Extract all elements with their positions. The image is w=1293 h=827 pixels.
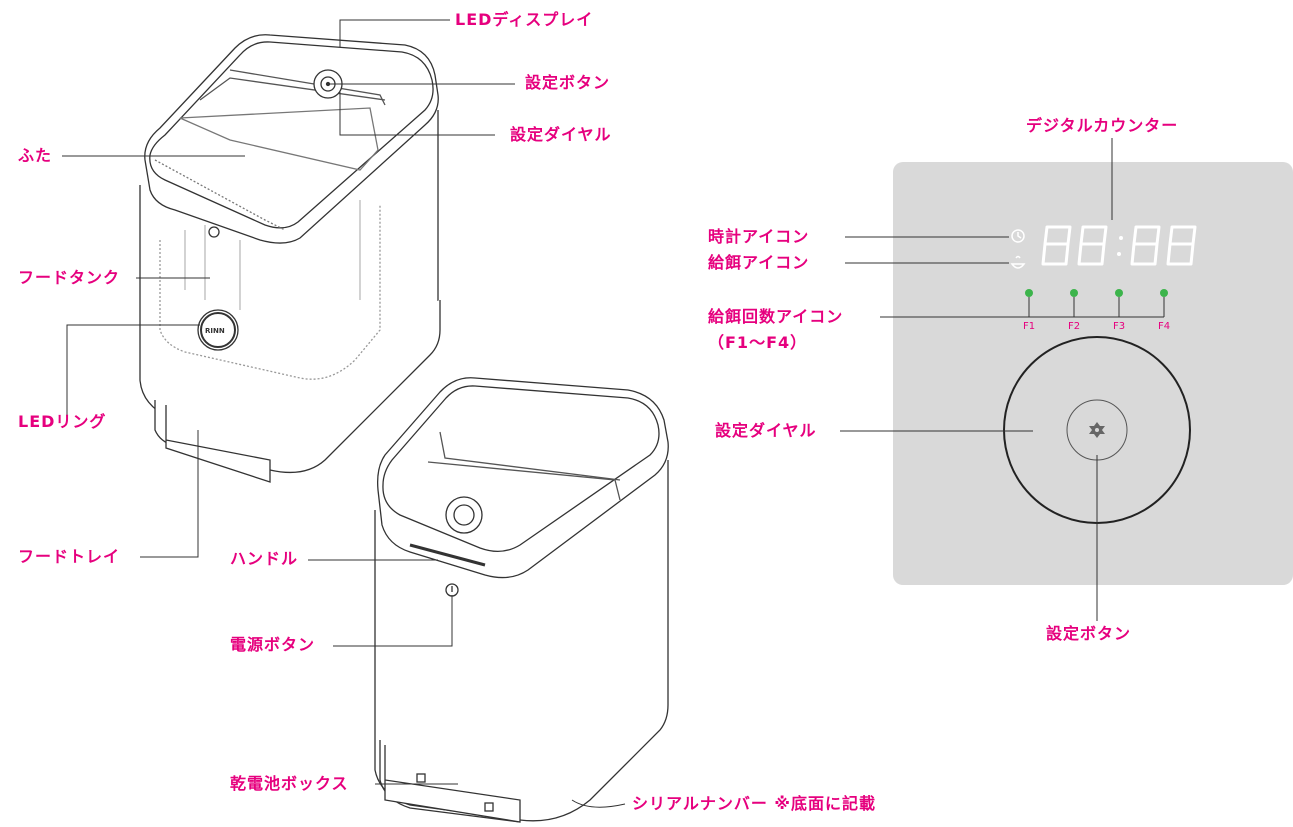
gear-icon xyxy=(1089,422,1105,438)
indicator-f3 xyxy=(1115,289,1123,297)
control-panel xyxy=(893,162,1293,585)
label-digital-counter: デジタルカウンター xyxy=(1026,116,1179,135)
feed-count-indicators xyxy=(1025,289,1168,297)
indicator-f4 xyxy=(1160,289,1168,297)
leader-lines xyxy=(62,19,1165,808)
label-clock-icon: 時計アイコン xyxy=(708,227,810,246)
feed-slot-f1: F1 xyxy=(1022,321,1036,332)
panel-background xyxy=(893,162,1293,585)
food-tray-shape xyxy=(165,405,271,483)
label-serial-number: シリアルナンバー ※底面に記載 xyxy=(632,794,876,813)
label-led-display: LEDディスプレイ xyxy=(455,10,594,29)
feed-slot-f2: F2 xyxy=(1067,321,1081,332)
digital-counter-display xyxy=(1041,225,1197,266)
feed-slot-f4: F4 xyxy=(1157,321,1171,332)
feed-icon xyxy=(1010,255,1026,269)
colon-bottom xyxy=(1117,252,1121,256)
label-feed-icon: 給餌アイコン xyxy=(708,253,810,272)
label-led-ring: LEDリング xyxy=(18,412,107,431)
label-setting-dial-panel: 設定ダイヤル xyxy=(715,421,817,440)
feed-slot-f3: F3 xyxy=(1112,321,1126,332)
digit-3 xyxy=(1130,225,1161,266)
brand-logo: RINN xyxy=(205,327,225,335)
label-setting-button-top: 設定ボタン xyxy=(525,73,611,92)
label-battery-box: 乾電池ボックス xyxy=(230,774,349,793)
colon-top xyxy=(1119,236,1123,240)
digit-2 xyxy=(1077,225,1108,266)
indicator-f2 xyxy=(1070,289,1078,297)
label-power-button: 電源ボタン xyxy=(230,635,316,654)
indicator-f1 xyxy=(1025,289,1033,297)
clock-icon xyxy=(1011,229,1025,243)
label-setting-dial-top: 設定ダイヤル xyxy=(510,125,612,144)
feeder-back-view xyxy=(374,377,669,823)
feeder-front-view: RINN xyxy=(139,34,441,483)
digit-4 xyxy=(1166,225,1197,266)
digit-1 xyxy=(1041,225,1072,266)
label-setting-button-panel: 設定ボタン xyxy=(1046,624,1132,643)
label-handle: ハンドル xyxy=(230,549,299,568)
label-food-tank: フードタンク xyxy=(18,268,121,287)
label-food-tray: フードトレイ xyxy=(18,547,121,566)
label-feed-count-range: （F1〜F4） xyxy=(708,333,808,352)
label-feed-count-icon: 給餌回数アイコン xyxy=(708,307,844,326)
label-lid: ふた xyxy=(18,146,53,165)
